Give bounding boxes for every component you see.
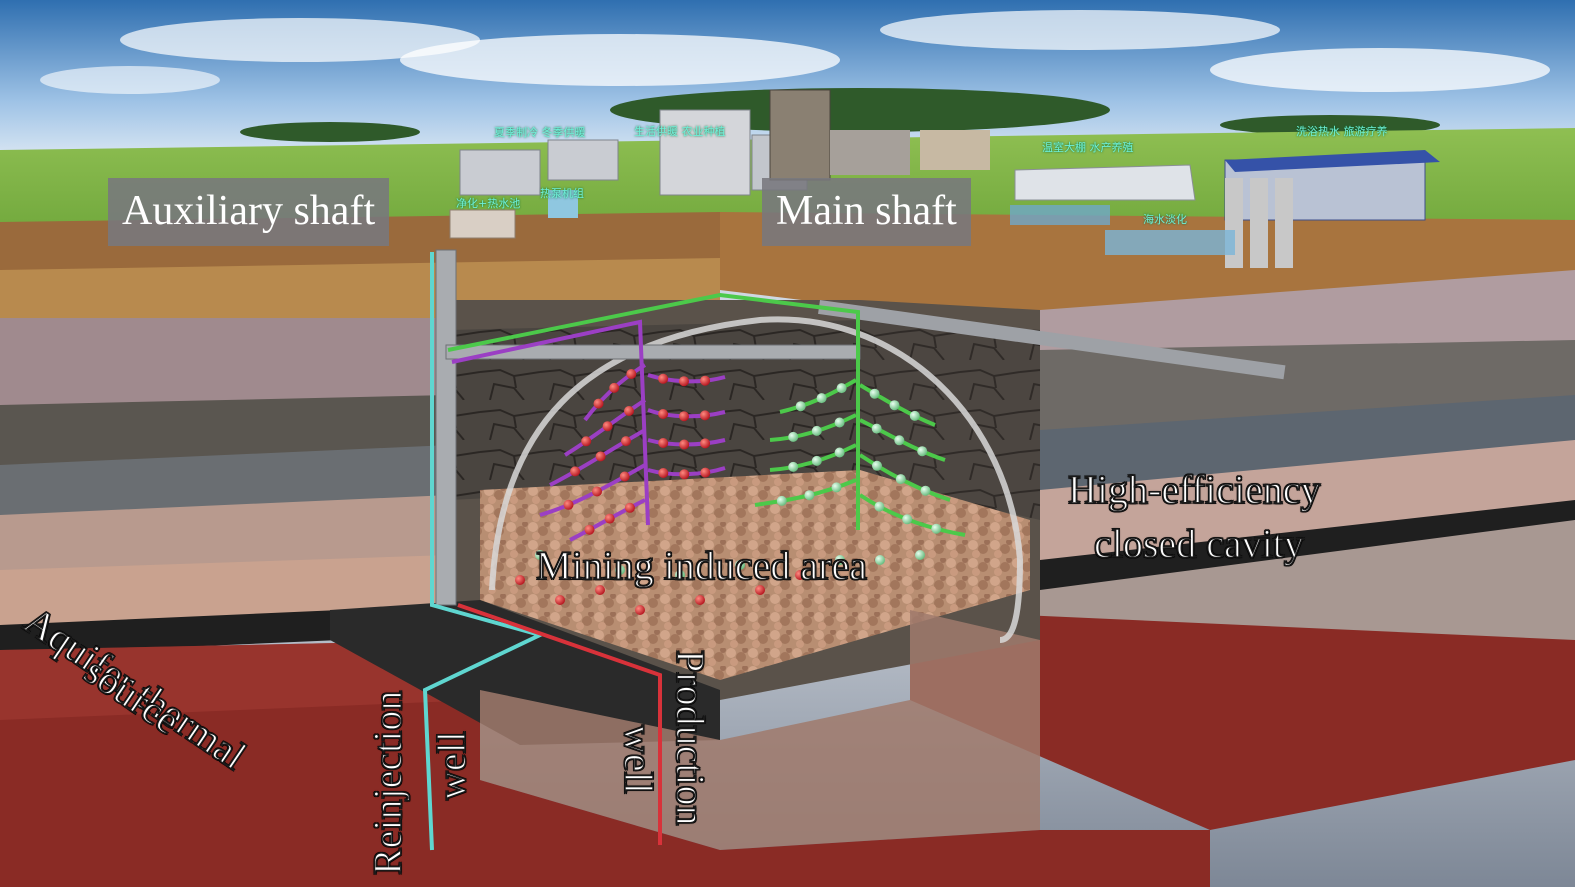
shaft-structures [435, 249, 1286, 606]
node-ball [894, 435, 905, 446]
reinjection-well-label-line2: well [428, 730, 474, 800]
node-ball [570, 466, 581, 477]
closed-cavity-dome [489, 316, 1024, 643]
node-ball [619, 471, 630, 482]
node-ball [584, 524, 595, 535]
surface-sign: 净化+热水池 [456, 197, 521, 210]
node-ball [909, 410, 920, 421]
node-ball [872, 460, 882, 471]
production-pipe [457, 603, 662, 845]
node-ball [679, 376, 689, 387]
node-ball [788, 461, 799, 472]
cloud [400, 34, 840, 86]
node-ball [626, 369, 637, 379]
node-ball [834, 447, 845, 458]
node-ball [917, 446, 928, 457]
surface-sign: 海水淡化 [1143, 213, 1187, 226]
node-ball [602, 421, 613, 432]
surface-sign: 生活供暖 农业种植 [634, 125, 726, 138]
surface-sign: 夏季制冷 冬季供暖 [494, 126, 586, 139]
node-ball [788, 431, 799, 442]
surface-buildings [449, 89, 1440, 268]
node-ball [895, 474, 906, 485]
rubble-ball [555, 595, 565, 605]
auxiliary-shaft-label: Auxiliary shaft [108, 178, 390, 246]
node-ball [563, 499, 574, 510]
cloud [880, 10, 1280, 50]
cloud [1210, 48, 1550, 92]
rubble-ball [915, 550, 925, 560]
node-ball [831, 482, 842, 493]
node-ball [869, 388, 880, 399]
rubble-ball [675, 570, 685, 580]
node-ball [658, 409, 669, 419]
rubble-ball [695, 595, 705, 605]
node-ball [700, 438, 711, 449]
rubble-ball [515, 575, 525, 585]
node-ball [700, 410, 710, 421]
node-ball [593, 398, 604, 409]
node-ball [679, 411, 689, 422]
node-ball [624, 502, 635, 513]
node-ball [811, 455, 822, 466]
node-ball [795, 401, 806, 412]
main-shaft-label: Main shaft [762, 178, 971, 246]
node-ball [902, 514, 913, 525]
surface-sign: 热泵机组 [540, 187, 584, 200]
node-ball [931, 523, 942, 534]
node-ball [874, 501, 885, 512]
node-ball [700, 375, 711, 386]
rubble-ball [755, 585, 765, 595]
closed-cavity-label-line2: closed cavity [1093, 521, 1304, 566]
node-ball [609, 382, 620, 393]
rubble-ball [595, 585, 605, 595]
reinjection-well-label-line1: Reinjection [364, 690, 410, 876]
node-ball [592, 486, 602, 497]
node-ball [836, 383, 847, 394]
node-ball [811, 425, 822, 436]
node-balls [515, 369, 942, 615]
node-ball [920, 485, 931, 496]
node-ball [658, 468, 669, 478]
surface-sign: 温室大棚 水产养殖 [1042, 141, 1134, 154]
cloud [40, 66, 220, 94]
right-strata [720, 212, 1575, 830]
node-ball [581, 436, 592, 447]
mining-induced-area-label: Mining induced area [535, 543, 867, 588]
purple-main-pipe [451, 319, 650, 526]
surface-sign: 洗浴热水 旅游疗养 [1296, 125, 1388, 138]
node-ball [624, 406, 634, 416]
node-ball [834, 417, 845, 428]
node-ball [658, 373, 669, 384]
green-main-pipe [447, 292, 860, 530]
node-ball [658, 438, 669, 448]
rubble-ball [635, 605, 645, 615]
left-strata [0, 212, 720, 887]
production-well-label-line2: well [615, 724, 661, 794]
rubble-ball [835, 555, 845, 565]
high-efficiency-label-line1: High-efficiency [1067, 467, 1321, 512]
node-ball [621, 436, 631, 447]
rubble-ball [875, 555, 885, 565]
node-ball [871, 423, 882, 434]
node-ball [700, 467, 711, 478]
node-ball [776, 495, 787, 506]
node-ball [679, 439, 690, 450]
node-ball [804, 490, 815, 501]
rubble-ball [735, 560, 745, 570]
production-well-label-line1: Production [667, 649, 713, 826]
rubble-ball [615, 565, 625, 575]
pipes [422, 252, 860, 851]
node-ball [679, 469, 690, 480]
rubble-ball [795, 570, 805, 580]
node-ball [595, 451, 606, 462]
cloud [120, 18, 480, 62]
node-ball [889, 400, 900, 411]
node-ball [604, 513, 615, 524]
node-ball [816, 393, 827, 404]
rubble-ball [535, 550, 545, 560]
